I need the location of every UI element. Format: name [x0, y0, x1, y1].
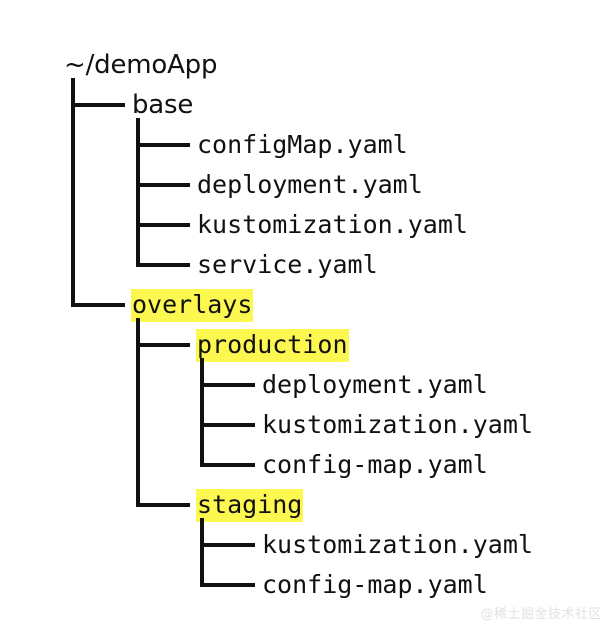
file-name: configMap.yaml [197, 129, 408, 159]
file-name: kustomization.yaml [197, 209, 468, 239]
tree-file-row[interactable]: config-map.yaml [261, 445, 489, 485]
tree-file-row[interactable]: ~/demoApp [63, 45, 218, 85]
tree-elbow-connector [200, 583, 255, 587]
file-name: config-map.yaml [262, 569, 488, 599]
file-name: kustomization.yaml [262, 529, 533, 559]
directory-name: staging [196, 488, 304, 522]
file-name: ~/demoApp [64, 49, 218, 80]
tree-tee-connector [200, 383, 255, 387]
tree-elbow-connector [200, 463, 255, 467]
tree-tee-connector [136, 223, 190, 227]
tree-file-row[interactable]: kustomization.yaml [196, 205, 469, 245]
file-name: deployment.yaml [197, 169, 423, 199]
tree-file-row[interactable]: configMap.yaml [196, 125, 409, 165]
directory-name: production [196, 328, 349, 362]
tree-branch-line-depth-2 [136, 118, 140, 267]
tree-file-row[interactable]: config-map.yaml [261, 565, 489, 605]
tree-tee-connector [200, 543, 255, 547]
tree-tee-connector [136, 143, 190, 147]
file-name: service.yaml [197, 249, 378, 279]
tree-directory-row[interactable]: staging [196, 485, 304, 525]
tree-file-row[interactable]: kustomization.yaml [261, 405, 534, 445]
tree-directory-row[interactable]: base [131, 85, 194, 125]
tree-elbow-connector [136, 263, 190, 267]
file-name: kustomization.yaml [262, 409, 533, 439]
tree-file-row[interactable]: deployment.yaml [196, 165, 424, 205]
tree-branch-line-depth-2 [136, 318, 140, 507]
tree-directory-row[interactable]: overlays [131, 285, 254, 325]
watermark-text: @稀土掘金技术社区 [480, 607, 602, 622]
tree-elbow-connector [71, 303, 125, 307]
tree-tee-connector [136, 343, 190, 347]
tree-tee-connector [200, 423, 255, 427]
file-name: deployment.yaml [262, 369, 488, 399]
tree-directory-row[interactable]: production [196, 325, 349, 365]
tree-branch-line-depth-3 [200, 358, 204, 467]
tree-branch-line-depth-1 [71, 78, 75, 307]
tree-tee-connector [136, 183, 190, 187]
tree-file-row[interactable]: kustomization.yaml [261, 525, 534, 565]
tree-tee-connector [71, 103, 125, 107]
file-name: config-map.yaml [262, 449, 488, 479]
tree-file-row[interactable]: deployment.yaml [261, 365, 489, 405]
tree-elbow-connector [136, 503, 190, 507]
directory-name: overlays [131, 288, 254, 322]
tree-branch-line-depth-3 [200, 518, 204, 587]
directory-name: base [132, 89, 194, 120]
tree-file-row[interactable]: service.yaml [196, 245, 379, 285]
